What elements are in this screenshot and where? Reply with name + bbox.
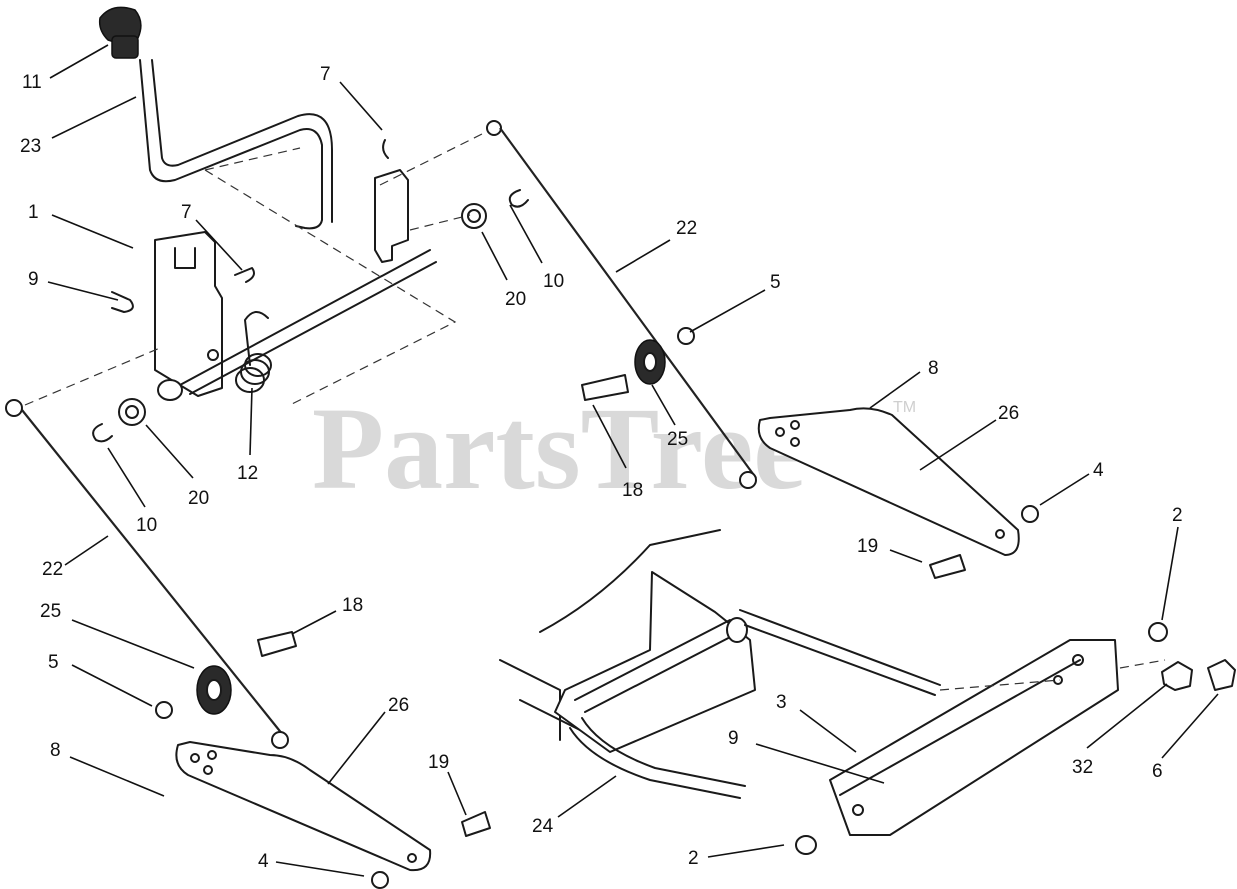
watermark-brand: PartsTree (312, 383, 806, 514)
cross-shaft (574, 609, 941, 713)
callout-10-b: 10 (136, 515, 157, 536)
callout-10: 10 (543, 271, 564, 292)
rear-lift-bar (795, 622, 1236, 855)
bushing-nuts (92, 189, 529, 443)
callout-4-b: 4 (258, 851, 269, 872)
lift-handle (139, 59, 333, 230)
upper-bracket (374, 139, 409, 263)
callout-7-b: 7 (181, 202, 192, 223)
lift-rod (569, 717, 746, 799)
callout-20: 20 (505, 289, 526, 310)
callout-20-b: 20 (188, 488, 209, 509)
callout-1: 1 (28, 202, 39, 223)
torsion-spring (235, 311, 272, 393)
callout-5-b: 5 (48, 652, 59, 673)
pivot-plate (154, 231, 223, 397)
callout-25: 25 (667, 429, 688, 450)
callout-24: 24 (532, 816, 554, 837)
callout-2: 2 (1172, 505, 1183, 526)
upper-link-arm (757, 407, 1039, 579)
callout-6: 6 (1152, 761, 1163, 782)
watermark-trademark: TM (893, 399, 916, 416)
callout-22: 22 (676, 218, 697, 239)
leader-lines (47, 44, 1219, 877)
handle-knob (98, 6, 142, 59)
callout-3: 3 (776, 692, 787, 713)
callout-8-b: 8 (50, 740, 61, 761)
callout-12: 12 (237, 463, 258, 484)
callout-23: 23 (20, 136, 41, 157)
hairpin-clips (111, 267, 255, 313)
lower-pulley (155, 631, 297, 719)
callout-8: 8 (928, 358, 939, 379)
callout-25-b: 25 (40, 601, 61, 622)
callout-18: 18 (622, 480, 643, 501)
callout-4: 4 (1093, 460, 1104, 481)
callout-18-b: 18 (342, 595, 363, 616)
callout-26: 26 (998, 403, 1019, 424)
lower-link-arm (175, 741, 491, 889)
callout-32: 32 (1072, 757, 1093, 778)
upper-cable (486, 120, 757, 489)
pivot-shaft (157, 249, 437, 401)
callout-22-b: 22 (42, 559, 63, 580)
lower-cable (5, 399, 289, 749)
callout-19: 19 (857, 536, 878, 557)
mower-frame (499, 529, 756, 753)
callout-5: 5 (770, 272, 781, 293)
callout-2-b: 2 (688, 848, 699, 869)
callout-9-b: 9 (728, 728, 739, 749)
callout-26-b: 26 (388, 695, 409, 716)
callout-labels: 11 23 7 1 7 9 22 20 10 5 8 26 12 10 20 1… (20, 64, 1183, 872)
upper-pulley (581, 327, 695, 401)
callout-11: 11 (22, 72, 42, 93)
callout-7: 7 (320, 64, 331, 85)
callout-9: 9 (28, 269, 39, 290)
callout-19-b: 19 (428, 752, 449, 773)
